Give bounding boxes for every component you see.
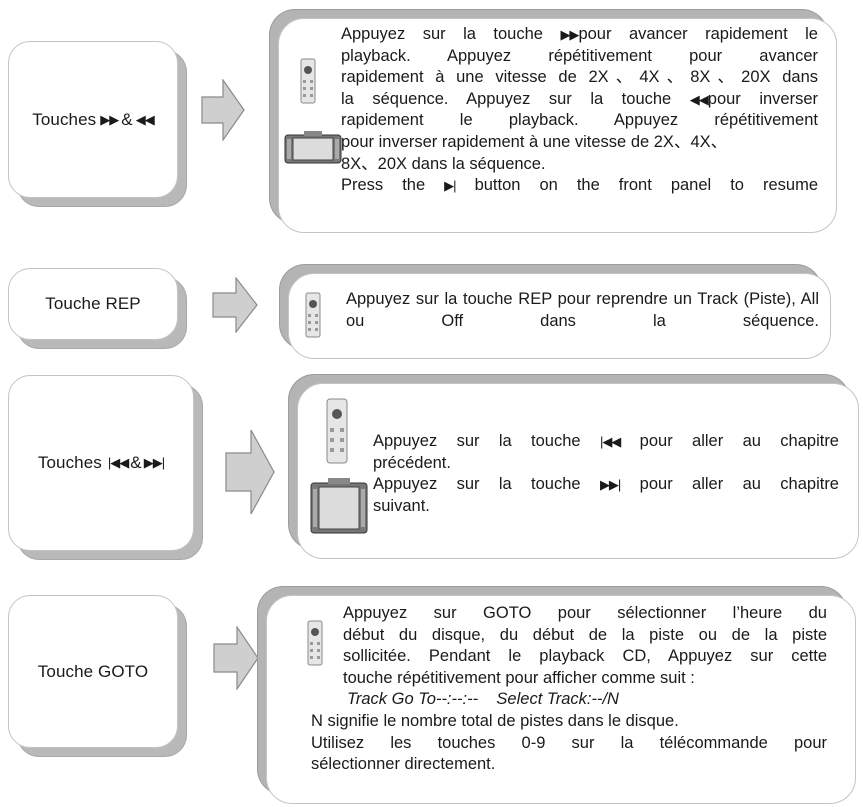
text-line: début du disque, du début de la piste ou… [343,625,827,644]
description-box-rep [288,273,831,359]
description-text-goto-footer: N signifie le nombre total de pistes dan… [311,711,827,776]
remote-control-icon [305,292,321,338]
portable-player-icon [284,131,342,164]
right-arrow-icon [225,429,275,515]
text-line: Press the [341,176,426,195]
portable-player-icon [310,478,368,534]
rewind-icon: ◀◀ [689,91,709,107]
right-arrow-icon [213,626,259,690]
play-pause-icon: ▶| [444,178,456,194]
description-text-chapter: Appuyez sur la touche |◀◀ pour aller au … [373,431,839,517]
description-text-fast-forward: Appuyez sur la touche ▶▶pour avancer rap… [341,24,818,197]
key-box-fast-forward-rewind: Touches ▶▶ & ◀◀ [8,41,178,198]
remote-control-icon [307,620,323,666]
text-line: playback. Appuyez répétitivement pour av… [341,46,818,65]
text-line: touche répétitivement pour afficher comm… [343,668,695,687]
text-line: sélectionner directement. [311,755,496,774]
previous-chapter-icon: |◀◀ [107,455,129,470]
remote-control-icon [326,398,348,464]
text-line: pour avancer rapidement le [578,25,818,43]
text-line: rapidement à une vitesse de 2X、4X、8X、20X… [341,68,818,87]
right-arrow-icon [212,277,258,333]
next-chapter-icon: ▶▶| [599,477,621,493]
description-box-goto [266,595,856,804]
description-text-goto: Appuyez sur GOTO pour sélectionner l’heu… [343,603,827,711]
key-label-touches: Touches [32,109,97,129]
text-line: pour inverser [707,89,819,108]
description-box-fast-forward [278,18,837,233]
key-box-rep: Touche REP [8,268,178,340]
text-line: N signifie le nombre total de pistes dan… [311,712,679,730]
key-label-goto: Touche GOTO [37,661,149,681]
text-line: Appuyez sur la touche [341,25,543,43]
text-line: précédent. [373,453,451,472]
remote-control-icon [300,58,316,104]
key-label-touches: Touches [37,453,102,472]
text-line: la séquence. Appuyez sur la touche [341,89,672,108]
rewind-icon: ◀◀ [135,111,155,127]
description-box-chapter [297,383,859,559]
fast-forward-icon: ▶▶ [560,27,579,42]
text-line: Appuyez sur la touche [373,475,581,494]
text-line: suivant. [373,496,430,515]
text-line: Utilisez les touches 0-9 sur la télécomm… [311,733,827,752]
text-line: button on the front panel to resume [474,176,819,195]
text-line: pour inverser rapidement à une vitesse d… [341,132,728,151]
display-format-text: Track Go To--:--:-- Select Track:--/N [347,690,619,709]
key-separator: & [121,109,133,129]
text-line: Appuyez sur GOTO pour sélectionner l’heu… [343,604,827,622]
fast-forward-icon: ▶▶ [100,111,119,127]
previous-chapter-icon: |◀◀ [599,434,621,449]
next-chapter-icon: ▶▶| [143,455,165,470]
text-line: Appuyez sur la touche [373,432,581,450]
key-box-goto: Touche GOTO [8,595,178,748]
right-arrow-icon [201,79,245,141]
text-line: rapidement le playback. Appuyez répétiti… [341,111,818,130]
text-line: Appuyez sur la touche REP pour reprendre… [346,290,819,330]
key-separator: & [130,453,142,472]
description-text-rep: Appuyez sur la touche REP pour reprendre… [344,289,819,332]
text-line: pour aller au chapitre [639,475,839,494]
key-label-rep: Touche REP [45,294,141,313]
text-line: pour aller au chapitre [639,432,839,450]
key-box-chapter-skip: Touches |◀◀ & ▶▶| [8,375,194,551]
text-line: sollicitée. Pendant le playback CD, Appu… [343,647,827,666]
text-line: 8X、20X dans la séquence. [341,154,546,173]
